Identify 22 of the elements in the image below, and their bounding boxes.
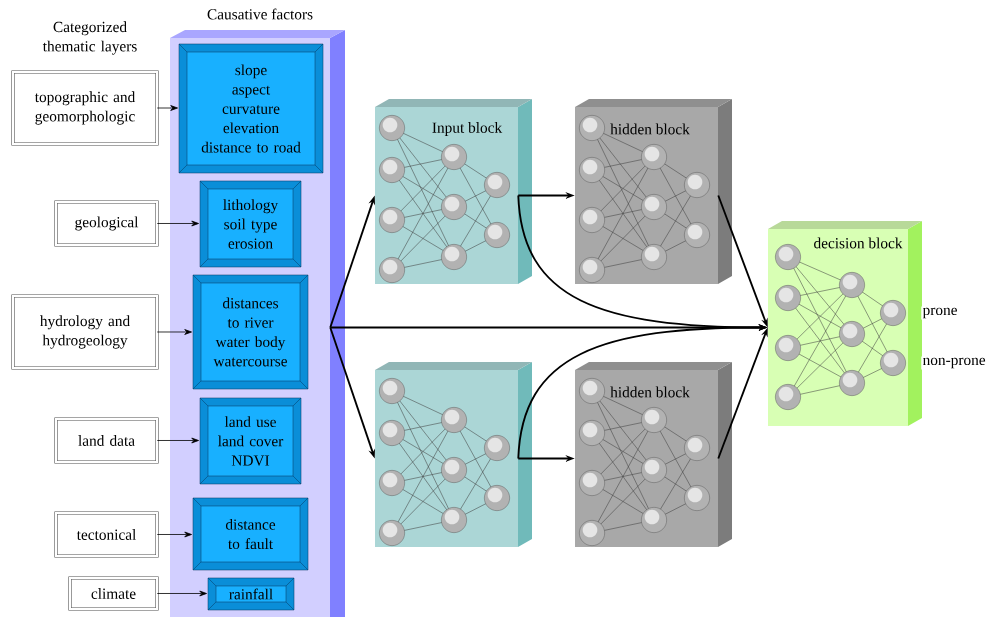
arrow [156,105,178,111]
layer-box: climate [68,576,159,611]
factor-box: rainfall [207,577,295,611]
layer-box: hydrology and hydrogeology [11,294,159,370]
arrow [156,531,192,538]
layer-box: topographic and geomorphologic [11,70,159,146]
layer-box: tectonical [54,511,159,558]
factor-box: lithology soil type erosion [199,180,302,268]
factor-box: distance to fault [192,497,309,571]
arrow [156,437,199,444]
column-heading: Categorized thematic layers [42,21,137,55]
output-label: non-prone [921,356,987,370]
output-label: prone [921,306,959,320]
arrow [156,590,207,597]
factor-box: slope aspect curvature elevation distance to road [178,43,324,174]
factor-box: land use land cover NDVI [199,397,302,485]
arrow [156,220,199,227]
arrow [156,329,192,335]
factor-box: distances to river water body watercourse [192,274,309,390]
layer-box: geological [54,200,159,247]
panel-heading: Causative factors [207,8,313,20]
layer-box: land data [54,417,159,464]
